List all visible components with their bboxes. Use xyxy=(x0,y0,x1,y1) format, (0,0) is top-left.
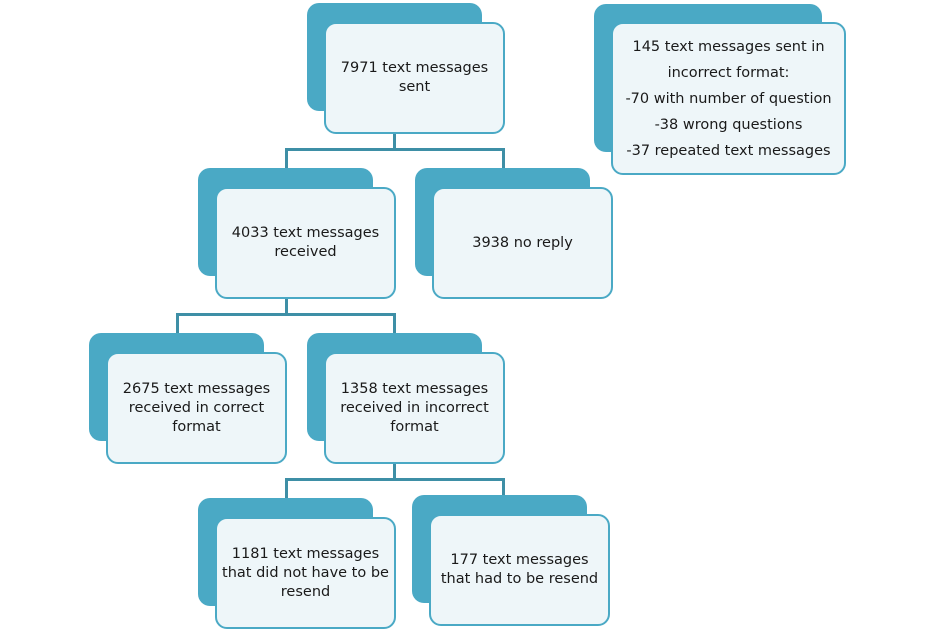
note-line-2: incorrect format: xyxy=(667,64,790,81)
node-correct-line-3: format xyxy=(172,418,221,435)
note-incorrect-format-breakdown: 145 text messages sent in incorrect form… xyxy=(594,4,846,175)
node-incorrect-line-3: format xyxy=(390,418,439,435)
node-correct-format: 2675 text messages received in correct f… xyxy=(89,333,287,464)
note-line-5: -37 repeated text messages xyxy=(626,142,831,159)
node-correct-line-1: 2675 text messages xyxy=(122,380,271,397)
node-no-resend: 1181 text messages that did not have to … xyxy=(198,498,396,629)
connector-received-bar xyxy=(176,313,396,316)
node-sent-line-2: sent xyxy=(398,79,431,95)
node-resend-line-2: that had to be resend xyxy=(440,571,599,587)
node-incorrect-format: 1358 text messages received in incorrect… xyxy=(307,333,505,464)
connector-sent-left-drop xyxy=(285,148,288,168)
node-no-resend-line-1: 1181 text messages xyxy=(231,545,380,562)
connector-incorrect-stem xyxy=(393,462,396,479)
node-incorrect-line-1: 1358 text messages xyxy=(340,380,489,397)
node-resend: 177 text messages that had to be resend xyxy=(412,495,610,626)
node-incorrect-line-2: received in incorrect xyxy=(340,399,489,416)
node-sent-line-1: 7971 text messages xyxy=(340,60,489,76)
connector-incorrect-left-drop xyxy=(285,478,288,498)
node-no-resend-line-2: that did not have to be xyxy=(222,564,389,581)
node-no-reply: 3938 no reply xyxy=(415,168,613,299)
connector-received-right-drop xyxy=(393,313,396,333)
connector-received-stem xyxy=(285,297,288,314)
connector-sent-bar xyxy=(285,148,505,151)
connector-incorrect-right-drop xyxy=(502,478,505,498)
node-received-line-2: received xyxy=(274,244,337,260)
note-line-1: 145 text messages sent in xyxy=(632,38,825,55)
note-line-4: -38 wrong questions xyxy=(654,116,803,133)
node-no-reply-line-1: 3938 no reply xyxy=(472,234,573,251)
connector-sent-stem xyxy=(393,132,396,149)
note-line-3: -70 with number of question xyxy=(625,90,832,107)
node-resend-line-1: 177 text messages xyxy=(450,552,589,568)
node-received-line-1: 4033 text messages xyxy=(231,225,380,241)
node-messages-sent: 7971 text messages sent xyxy=(307,3,505,134)
node-correct-line-2: received in correct xyxy=(128,399,265,416)
node-messages-received: 4033 text messages received xyxy=(198,168,396,299)
connector-sent-right-drop xyxy=(502,148,505,168)
connector-received-left-drop xyxy=(176,313,179,333)
node-no-resend-line-3: resend xyxy=(280,583,331,600)
connector-incorrect-bar xyxy=(285,478,505,481)
